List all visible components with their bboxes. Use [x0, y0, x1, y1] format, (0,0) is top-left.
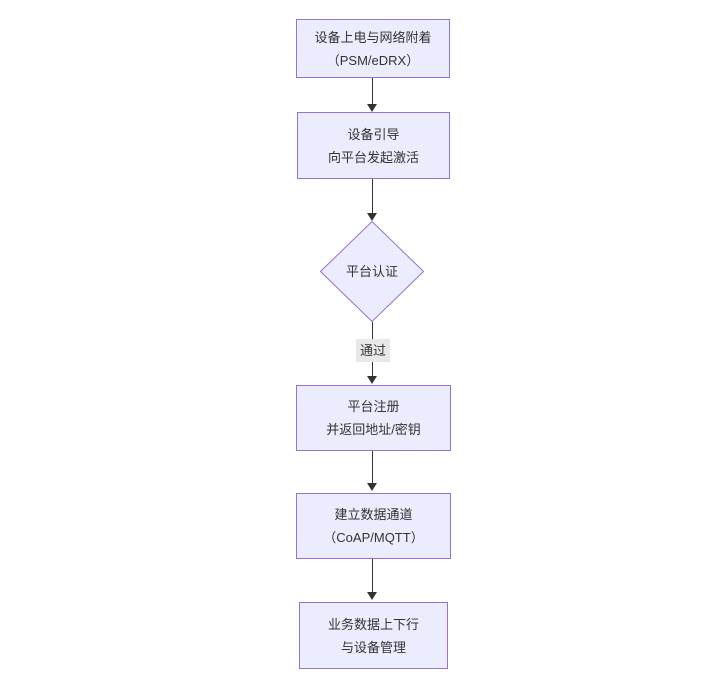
edge-line-channel-to-business	[372, 559, 373, 593]
flow-node-business: 业务数据上下行 与设备管理	[299, 602, 448, 669]
diamond-shape	[320, 221, 424, 322]
edge-label-pass: 通过	[356, 339, 391, 362]
flow-node-register: 平台注册 并返回地址/密钥	[296, 385, 451, 451]
arrowhead-icon	[367, 483, 377, 491]
edge-line-register-to-channel	[372, 451, 373, 484]
arrowhead-icon	[367, 213, 377, 221]
flow-node-auth-decision: 平台认证	[320, 221, 424, 322]
node-text-line: 设备上电与网络附着	[314, 29, 432, 45]
node-text-line: （PSM/eDRX）	[326, 52, 420, 68]
flow-node-channel: 建立数据通道 （CoAP/MQTT）	[296, 493, 451, 559]
flow-node-power-on: 设备上电与网络附着 （PSM/eDRX）	[296, 19, 450, 78]
node-text-line: 设备引导	[347, 126, 400, 142]
edge-line-power-to-bootstrap	[372, 78, 373, 105]
node-text-line: （CoAP/MQTT）	[323, 530, 424, 545]
arrowhead-icon	[367, 592, 377, 600]
node-text-line: 并返回地址/密钥	[326, 422, 421, 437]
edge-line-bootstrap-to-auth	[372, 179, 373, 214]
flow-node-bootstrap: 设备引导 向平台发起激活	[297, 112, 450, 179]
node-text-line: 平台注册	[347, 399, 400, 414]
node-text-line: 平台认证	[345, 264, 398, 279]
node-text-line: 向平台发起激活	[327, 149, 419, 165]
arrowhead-icon	[367, 104, 377, 112]
node-text-line: 与设备管理	[340, 639, 406, 655]
node-text-line: 业务数据上下行	[327, 616, 419, 632]
node-text-line: 建立数据通道	[334, 507, 413, 522]
arrowhead-icon	[367, 376, 377, 384]
